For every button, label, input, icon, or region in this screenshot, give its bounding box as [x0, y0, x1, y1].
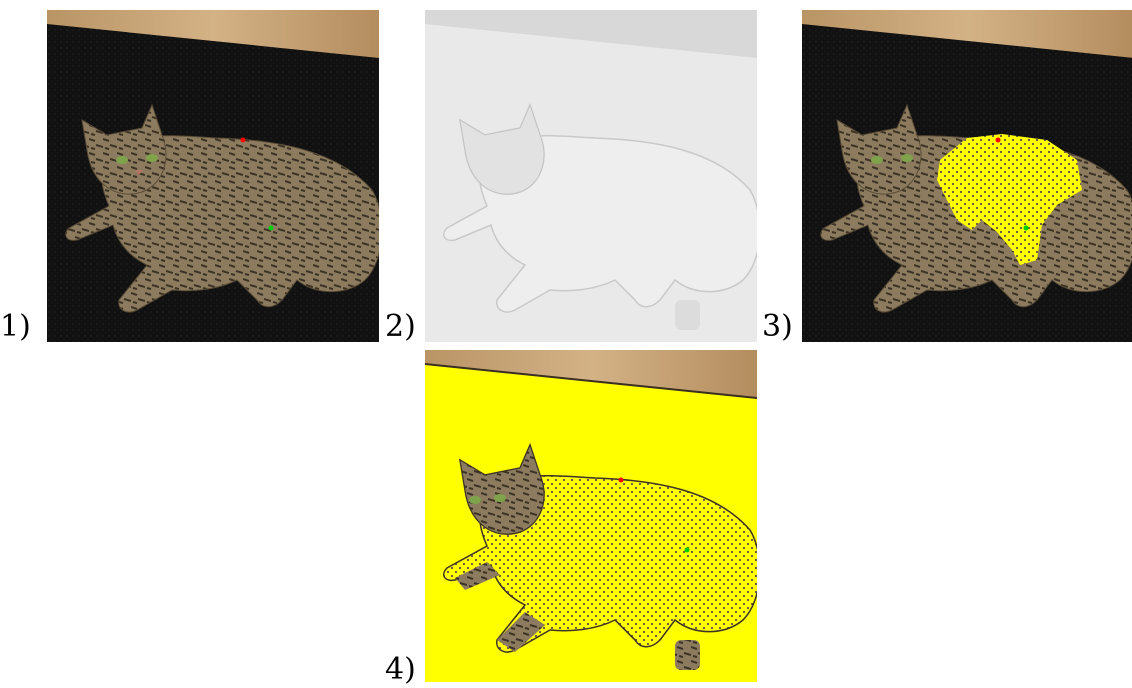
negative-point-marker — [240, 137, 246, 143]
panel-label-1: 1) — [0, 309, 31, 344]
positive-point-marker — [268, 225, 274, 231]
positive-point-marker — [1023, 225, 1029, 231]
panel-label-2: 2) — [385, 309, 416, 344]
panel-2-image — [425, 10, 757, 342]
cat-photo-partial-mask — [802, 10, 1132, 342]
panel-1-image — [47, 10, 379, 342]
panel-3-image — [802, 10, 1132, 342]
panel-4-image — [425, 350, 757, 682]
cat-photo — [47, 10, 379, 342]
partial-mask-region — [937, 134, 1082, 265]
depth-map — [425, 10, 757, 342]
cat-photo-full-mask — [425, 350, 757, 682]
negative-point-marker — [618, 477, 624, 483]
panel-label-4: 4) — [385, 652, 416, 687]
negative-point-marker — [995, 137, 1001, 143]
positive-point-marker — [684, 547, 690, 553]
panel-label-3: 3) — [762, 309, 793, 344]
